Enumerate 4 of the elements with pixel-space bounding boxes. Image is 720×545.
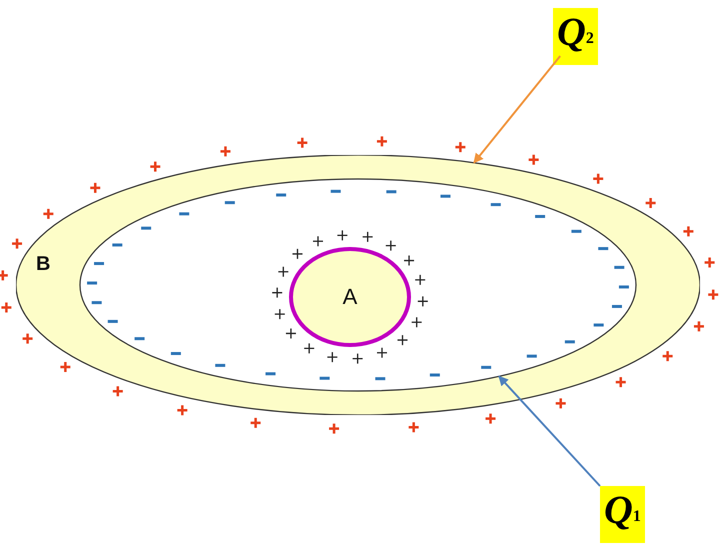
sphere-letter: A <box>342 284 358 310</box>
leader-arrow <box>473 55 561 164</box>
leader-arrow <box>498 376 601 487</box>
shell-letter: B <box>36 253 50 276</box>
